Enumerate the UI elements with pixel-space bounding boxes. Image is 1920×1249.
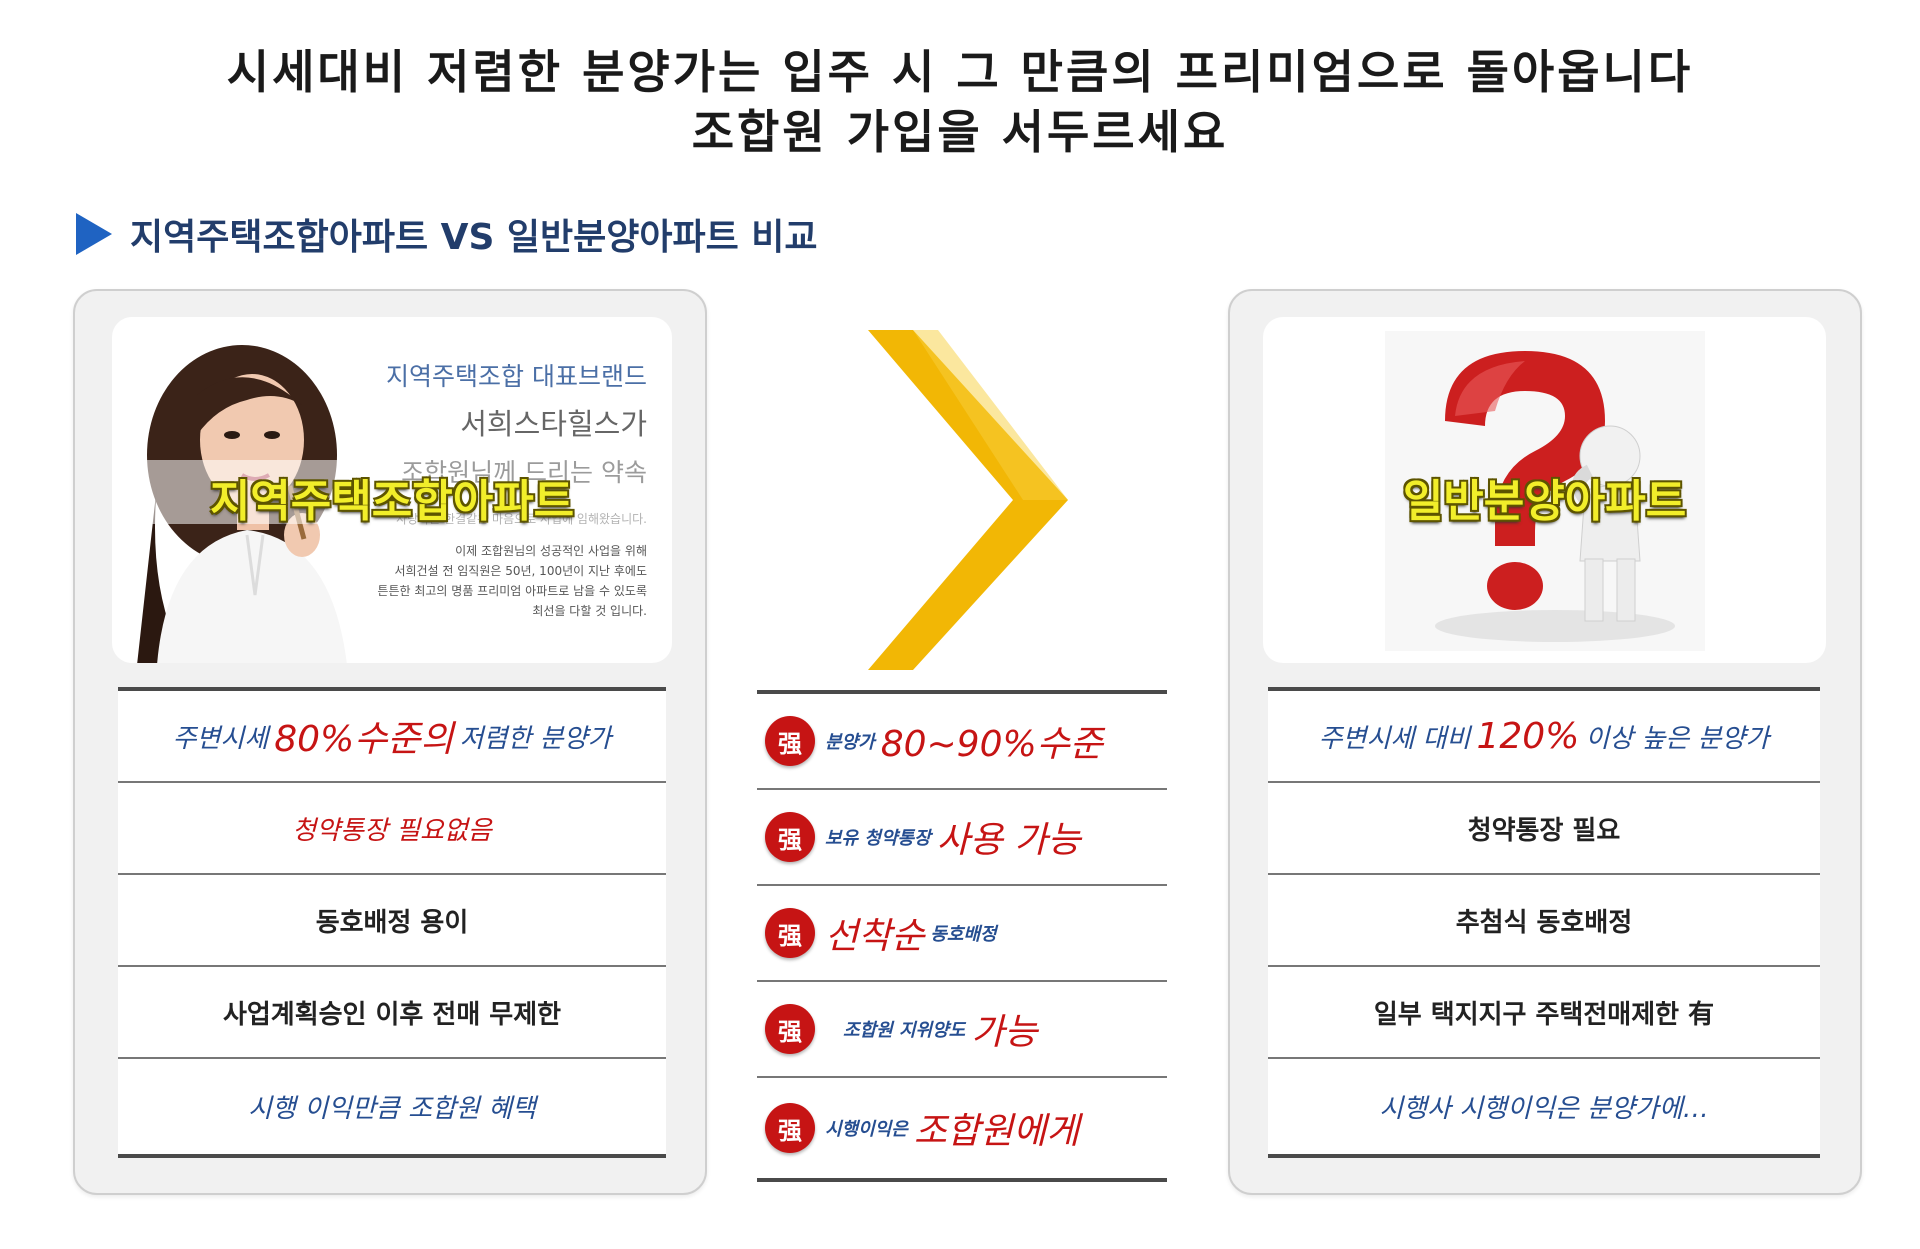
- brand-small4: 튼튼한 최고의 명품 프리미엄 아파트로 남을 수 있도록: [377, 584, 647, 598]
- list-item: 强 보유 청약통장 사용 가능: [757, 790, 1167, 886]
- row-small-text: 동호배정: [930, 924, 997, 945]
- row-big-text: 사용 가능: [936, 820, 1081, 861]
- list-item: 청약통장 필요: [1268, 783, 1820, 875]
- overlay-band: [112, 460, 672, 524]
- list-item: 일부 택지지구 주택전매제한 有: [1268, 967, 1820, 1059]
- row-emph-text: 120%: [1476, 715, 1580, 757]
- list-item: 强 선착순 동호배정: [757, 886, 1167, 982]
- triangle-bullet-icon: [76, 213, 112, 255]
- strong-badge: 强: [765, 716, 815, 766]
- list-item: 추첨식 동호배정: [1268, 875, 1820, 967]
- advantage-list: 强 분양가 80~90%수준 强 보유 청약통장 사용 가능 强 선착순 동호배…: [757, 690, 1167, 1182]
- strong-badge: 强: [765, 1004, 815, 1054]
- row-small-text: 조합원 지위양도: [843, 1020, 966, 1041]
- section-title: 지역주택조합아파트 VS 일반분양아파트 비교: [76, 210, 818, 258]
- section-title-text: 지역주택조합아파트 VS 일반분양아파트 비교: [130, 217, 818, 258]
- list-item: 强 시행이익은 조합원에게: [757, 1078, 1167, 1178]
- headline-line2: 조합원 가입을 서두르세요: [691, 105, 1229, 159]
- left-overlay-label: 지역주택조합아파트: [209, 476, 575, 527]
- row-big-text: 조합원에게: [913, 1111, 1080, 1152]
- question-mark-figure-image: [1385, 331, 1705, 651]
- row-small-text: 보유 청약통장: [825, 828, 931, 849]
- right-photo: 일반분양아파트: [1263, 317, 1826, 663]
- headline: 시세대비 저렴한 분양가는 입주 시 그 만큼의 프리미엄으로 돌아옵니다 조합…: [0, 42, 1920, 162]
- list-item: 强 분양가 80~90%수준: [757, 694, 1167, 790]
- brand-line1: 지역주택조합 대표브랜드: [386, 362, 647, 391]
- row-small-text: 시행이익은: [825, 1119, 908, 1140]
- row-big-text: 가능: [971, 1012, 1038, 1053]
- brand-small5: 최선을 다할 것 입니다.: [532, 604, 647, 618]
- list-item: 동호배정 용이: [118, 875, 666, 967]
- list-item: 청약통장 필요없음: [118, 783, 666, 875]
- brand-line2: 서희스타힐스가: [460, 407, 647, 441]
- list-item: 强 조합원 지위양도 가능: [757, 982, 1167, 1078]
- row-pre-text: 주변시세: [172, 723, 269, 754]
- left-comparison-list: 주변시세 80%수준의 저렴한 분양가 청약통장 필요없음 동호배정 용이 사업…: [118, 687, 666, 1158]
- row-pre-text: 주변시세 대비: [1318, 723, 1471, 754]
- list-item: 주변시세 80%수준의 저렴한 분양가: [118, 691, 666, 783]
- right-comparison-list: 주변시세 대비 120% 이상 높은 분양가 청약통장 필요 추첨식 동호배정 …: [1268, 687, 1820, 1158]
- list-item: 시행 이익만큼 조합원 혜택: [248, 1094, 536, 1124]
- list-item: 시행사 시행이익은 분양가에…: [1379, 1094, 1709, 1124]
- row-small-text: 분양가: [825, 732, 875, 753]
- strong-badge: 强: [765, 1103, 815, 1153]
- row-post-text: 저렴한 분양가: [459, 723, 612, 754]
- row-post-text: 이상 높은 분양가: [1585, 723, 1770, 754]
- chevron-right-icon: [868, 330, 1068, 670]
- row-big-text: 80~90%수준: [880, 724, 1103, 765]
- right-panel: 일반분양아파트 주변시세 대비 120% 이상 높은 분양가 청약통장 필요 추…: [1228, 289, 1862, 1195]
- left-panel: 지역주택조합 대표브랜드 서희스타힐스가 조합원님께 드리는 약속 사랑하는 한…: [73, 289, 707, 1195]
- strong-badge: 强: [765, 812, 815, 862]
- row-emph-text: 80%수준의: [274, 719, 454, 760]
- left-photo: 지역주택조합 대표브랜드 서희스타힐스가 조합원님께 드리는 약속 사랑하는 한…: [112, 317, 672, 663]
- right-overlay-label: 일반분양아파트: [1402, 476, 1687, 527]
- row-big-text: 선착순: [825, 916, 925, 957]
- list-item: 주변시세 대비 120% 이상 높은 분양가: [1268, 691, 1820, 783]
- list-item: 사업계획승인 이후 전매 무제한: [118, 967, 666, 1059]
- strong-badge: 强: [765, 908, 815, 958]
- brand-small3: 서희건설 전 임직원은 50년, 100년이 지난 후에도: [394, 564, 647, 578]
- brand-small2: 이제 조합원님의 성공적인 사업을 위해: [455, 544, 647, 558]
- headline-line1: 시세대비 저렴한 분양가는 입주 시 그 만큼의 프리미엄으로 돌아옵니다: [226, 45, 1694, 99]
